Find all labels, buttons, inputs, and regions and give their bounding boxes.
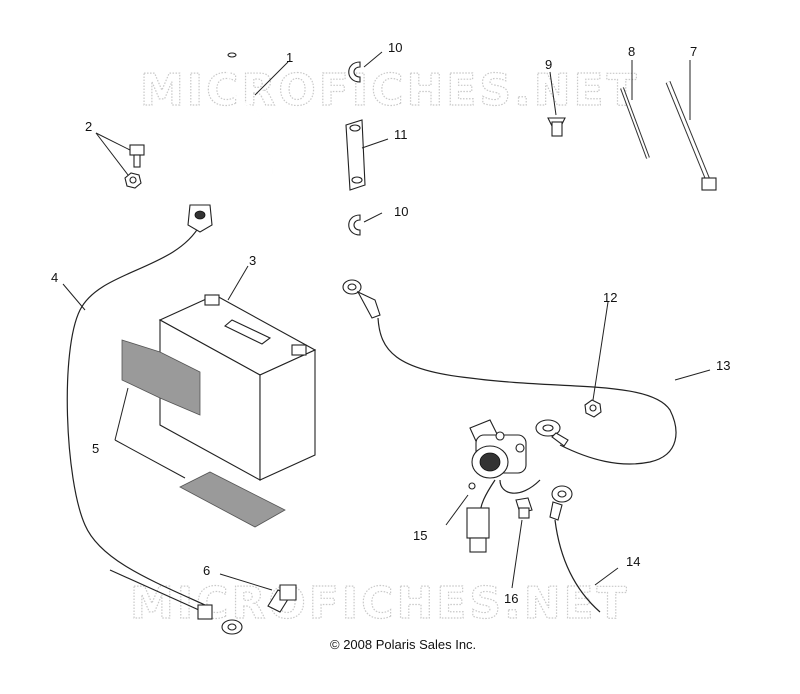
callout-13: 13 — [716, 358, 730, 373]
part-10-clip-upper — [348, 61, 361, 83]
callout-7: 7 — [690, 44, 697, 59]
callout-3: 3 — [249, 253, 256, 268]
callout-8: 8 — [628, 44, 635, 59]
part-16-bolt — [515, 497, 533, 519]
callout-5: 5 — [92, 441, 99, 456]
callout-4: 4 — [51, 270, 58, 285]
callout-1: 1 — [286, 50, 293, 65]
part-10-clip-lower — [348, 214, 361, 236]
part-2-bolt-nut — [124, 144, 145, 189]
callout-16: 16 — [504, 591, 518, 606]
part-5-battery-pads — [121, 339, 286, 528]
part-4-cable — [66, 204, 243, 635]
callout-11: 11 — [394, 127, 408, 142]
callout-10-upper: 10 — [388, 40, 402, 55]
callout-labels: 1 2 3 4 5 6 7 8 9 10 11 10 12 13 14 15 1… — [51, 40, 730, 606]
watermark-bottom: MICROFICHES.NET — [130, 578, 630, 629]
part-6-screw — [267, 584, 297, 613]
part-7-cable-tie — [665, 81, 717, 191]
part-15-solenoid — [466, 419, 541, 553]
callout-14: 14 — [626, 554, 640, 569]
watermark-top: MICROFICHES.NET — [140, 65, 640, 116]
part-14-cable — [549, 485, 601, 613]
callout-2: 2 — [85, 119, 92, 134]
callout-10-lower: 10 — [394, 204, 408, 219]
part-9-push-clip — [547, 117, 566, 137]
part-12-nut — [584, 399, 602, 418]
callout-6: 6 — [203, 563, 210, 578]
callout-15: 15 — [413, 528, 427, 543]
part-13-cable — [342, 279, 677, 465]
part-3-battery — [158, 294, 317, 481]
callout-9: 9 — [545, 57, 552, 72]
part-11-strap — [345, 119, 366, 191]
copyright-notice: © 2008 Polaris Sales Inc. — [330, 637, 476, 652]
part-8-cable-tie — [620, 87, 650, 159]
part-1-vent-hose — [227, 52, 273, 176]
leader-lines — [62, 51, 711, 591]
callout-12: 12 — [603, 290, 617, 305]
